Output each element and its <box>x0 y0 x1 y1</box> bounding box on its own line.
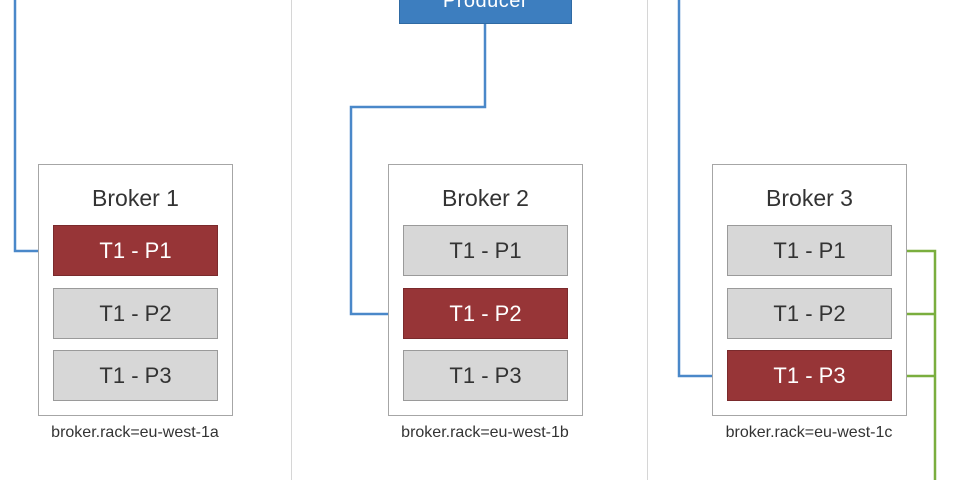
rack-label-1: broker.rack=eu-west-1a <box>51 424 219 441</box>
broker-3: Broker 3 T1 - P1 T1 - P2 T1 - P3 <box>712 164 907 416</box>
partition-t1-p1: T1 - P1 <box>403 225 568 276</box>
partition-t1-p2: T1 - P2 <box>727 288 892 339</box>
partition-t1-p2: T1 - P2 <box>53 288 218 339</box>
partition-t1-p3: T1 - P3 <box>53 350 218 401</box>
broker-1: Broker 1 T1 - P1 T1 - P2 T1 - P3 <box>38 164 233 416</box>
partition-t1-p2: T1 - P2 <box>403 288 568 339</box>
producer-arrow-broker-3 <box>677 0 728 381</box>
broker-title: Broker 2 <box>442 185 529 211</box>
rack-divider-1 <box>291 0 292 480</box>
partition-t1-p3: T1 - P3 <box>403 350 568 401</box>
producer-box: Producer <box>399 0 572 24</box>
broker-title: Broker 3 <box>766 185 853 211</box>
producer-label: Producer <box>442 0 529 12</box>
partition-t1-p1: T1 - P1 <box>727 225 892 276</box>
rack-label-2: broker.rack=eu-west-1b <box>401 424 569 441</box>
broker-2: Broker 2 T1 - P1 T1 - P2 T1 - P3 <box>388 164 583 416</box>
partition-t1-p3: T1 - P3 <box>727 350 892 401</box>
rack-divider-2 <box>647 0 648 480</box>
rack-label-3: broker.rack=eu-west-1c <box>725 424 893 441</box>
partition-t1-p1: T1 - P1 <box>53 225 218 276</box>
broker-title: Broker 1 <box>92 185 179 211</box>
producer-arrow-broker-2 <box>349 24 487 319</box>
